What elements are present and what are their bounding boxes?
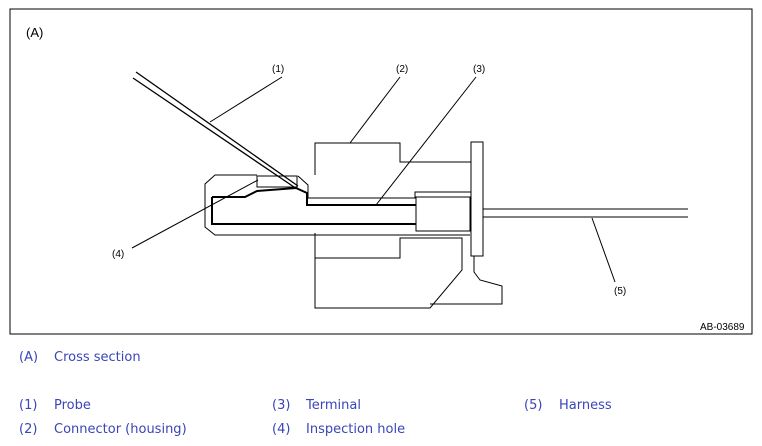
callout-5: (5) (614, 286, 626, 297)
flange (470, 141, 484, 257)
legend-code-3: (3) (272, 398, 291, 413)
cross-section-diagram: (A) (1) (2) (3) (4 (9, 8, 753, 335)
figure-frame (9, 8, 753, 335)
flange-foot (430, 256, 503, 305)
terminal (211, 186, 416, 225)
legend-text-5: Harness (559, 398, 612, 413)
housing-front-nose (204, 174, 470, 236)
legend-code-1: (1) (19, 398, 38, 413)
leader-5 (591, 217, 616, 283)
leader-2 (349, 76, 401, 144)
leader-3 (375, 76, 477, 206)
figure-id: AB-03689 (700, 322, 745, 333)
legend-text-a: Cross section (54, 350, 141, 365)
housing-lower-outline (314, 233, 463, 309)
harness (483, 208, 688, 218)
legend-code-5: (5) (524, 398, 543, 413)
legend-text-3: Terminal (306, 398, 361, 413)
callout-4: (4) (112, 249, 124, 260)
terminal-end (415, 196, 471, 232)
callout-1: (1) (272, 64, 284, 75)
leader-1 (209, 76, 283, 123)
housing-front-outline (297, 175, 471, 199)
legend-text-1: Probe (54, 398, 91, 413)
panel-label: (A) (26, 25, 43, 40)
callout-3: (3) (473, 64, 485, 75)
legend-text-4: Inspection hole (306, 422, 406, 437)
leader-4 (131, 179, 259, 249)
connector-drawing (204, 141, 503, 309)
legend-code-a: (A) (19, 350, 39, 365)
legend-text-2: Connector (housing) (54, 422, 187, 437)
probe (132, 71, 299, 188)
legend-code-4: (4) (272, 422, 291, 437)
legend-code-2: (2) (19, 422, 38, 437)
callout-2: (2) (396, 64, 408, 75)
housing-upper-outline (314, 142, 471, 175)
leader-lines (131, 76, 616, 283)
